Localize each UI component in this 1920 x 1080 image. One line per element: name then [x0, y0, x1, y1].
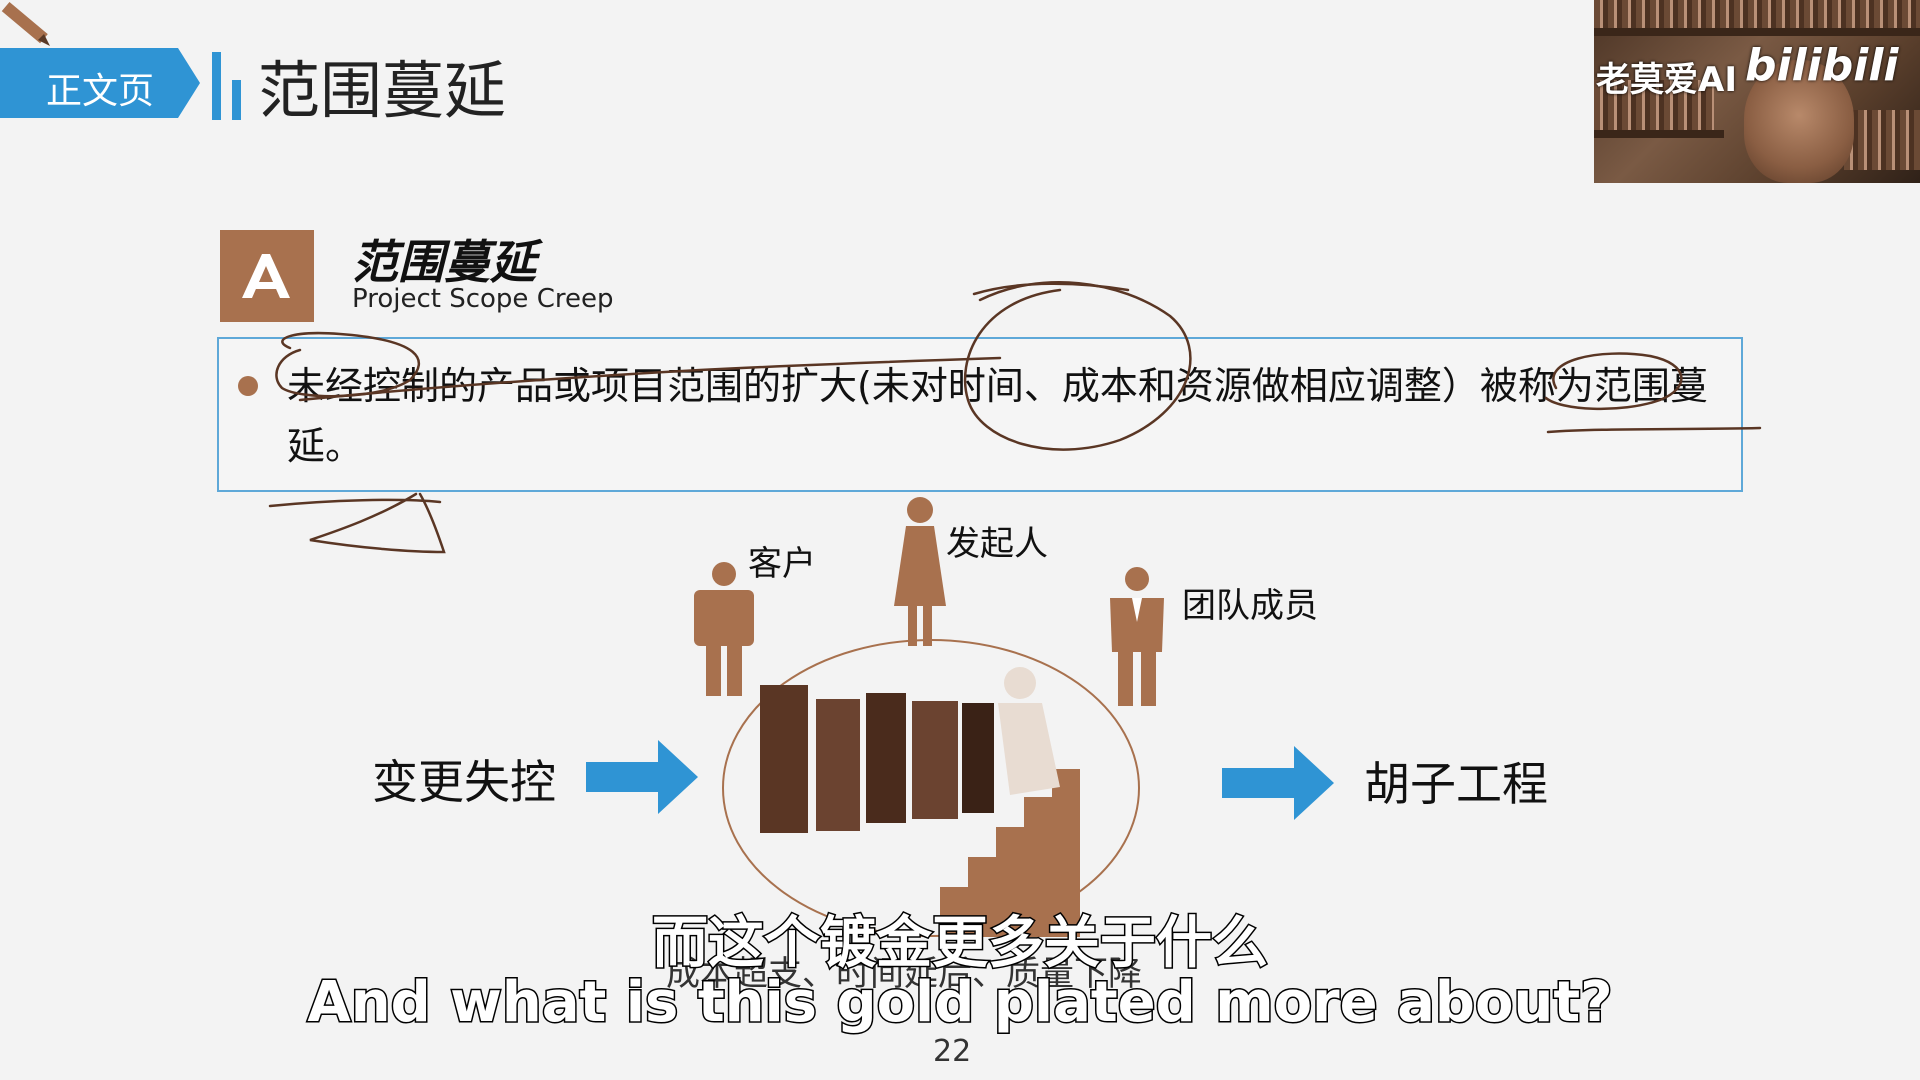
- subtitle-chinese: 而这个镀金更多关于什么: [651, 910, 1270, 978]
- team-member-label: 团队成员: [1182, 586, 1318, 626]
- left-cause-label: 变更失控: [372, 755, 556, 809]
- section-icon: [220, 230, 314, 322]
- team-member-figure-icon: [1110, 567, 1164, 706]
- sponsor-figure-icon: [894, 497, 946, 646]
- arrow-right-icon: [1222, 746, 1334, 820]
- definition-text: 未经控制的产品或项目范围的扩大(未对时间、成本和资源做相应调整）被称为范围蔓延。: [287, 364, 1708, 468]
- sponsor-label: 发起人: [946, 524, 1048, 564]
- streamer-name: 老莫爱AI: [1596, 60, 1737, 100]
- pen-icon: [1, 1, 50, 46]
- bullet-icon: [238, 376, 258, 396]
- title-accent-bars: [212, 52, 241, 120]
- letter-a-icon: [242, 254, 290, 298]
- page-number: 22: [933, 1034, 972, 1069]
- worker-figure-icon: [998, 667, 1060, 795]
- section-title: 范围蔓延: [352, 235, 536, 289]
- page-title: 范围蔓延: [258, 54, 507, 127]
- header-tab: [0, 48, 200, 118]
- scope-creep-illustration: [722, 639, 1140, 937]
- subtitle-english: And what is this gold plated more about?: [306, 969, 1614, 1037]
- staircase-icon: [940, 769, 1080, 937]
- section-subtitle: Project Scope Creep: [352, 284, 614, 314]
- webcam-video: [1594, 0, 1920, 183]
- arrow-right-icon: [586, 740, 698, 814]
- right-result-label: 胡子工程: [1364, 757, 1548, 811]
- server-stack-icon: [760, 685, 994, 833]
- customer-label: 客户: [748, 544, 816, 584]
- customer-figure-icon: [694, 562, 754, 696]
- consequence-text: 成本超支、时间延后、质量下降: [666, 954, 1142, 994]
- bilibili-logo: bilibili: [1745, 40, 1899, 91]
- header-tab-label: 正文页: [46, 71, 155, 112]
